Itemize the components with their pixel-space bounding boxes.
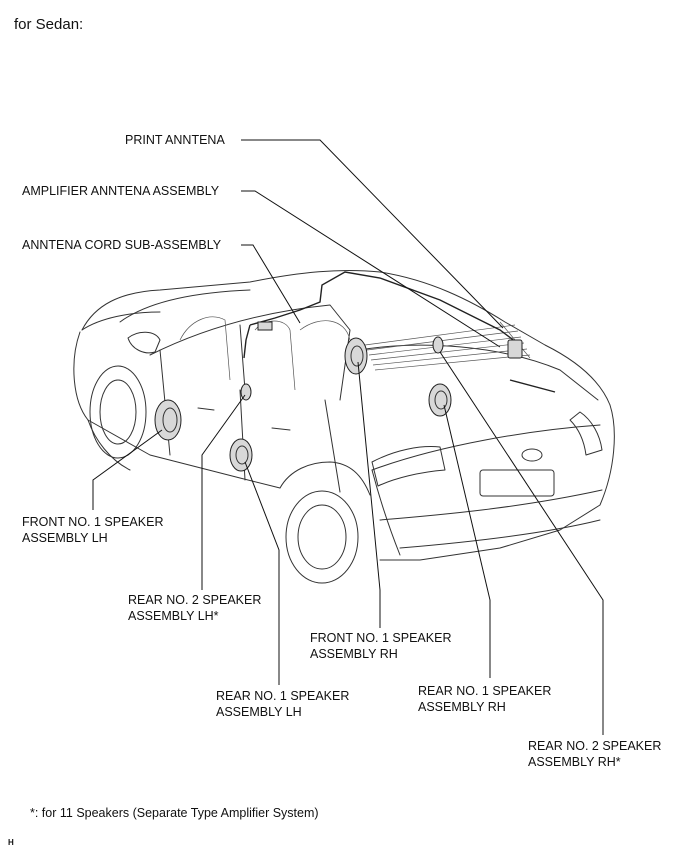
antenna-cord-connector-icon	[257, 321, 273, 331]
rear2-speaker-lh-icon	[240, 383, 252, 401]
rear-wheel	[279, 461, 371, 584]
front-speaker-rh-icon	[344, 337, 368, 375]
label-print-antenna: PRINT ANNTENA	[125, 133, 225, 147]
front-speaker-lh-icon	[154, 399, 182, 441]
label-amplifier-antenna: AMPLIFIER ANNTENA ASSEMBLY	[22, 184, 220, 198]
page-heading: for Sedan:	[14, 16, 84, 33]
leader-lines	[92, 139, 604, 735]
leader-amplifier-antenna	[241, 190, 501, 348]
figure-mark: H	[8, 838, 14, 847]
leader-front-speaker-rh	[357, 361, 381, 628]
rear-trunk-wire	[509, 379, 556, 393]
label-rear2-speaker-rh: REAR NO. 2 SPEAKER ASSEMBLY RH*	[528, 739, 662, 769]
front-wheel	[89, 365, 147, 459]
label-rear1-speaker-lh: REAR NO. 1 SPEAKER ASSEMBLY LH	[216, 689, 350, 719]
antenna-cord-lower	[243, 324, 251, 359]
leader-rear2-speaker-lh	[201, 394, 246, 590]
footnote: *: for 11 Speakers (Separate Type Amplif…	[30, 806, 319, 820]
antenna-cord-wire	[249, 271, 521, 346]
label-rear1-speaker-rh: REAR NO. 1 SPEAKER ASSEMBLY RH	[418, 684, 552, 714]
leader-antenna-cord	[241, 244, 301, 324]
amplifier-antenna-icon	[507, 339, 523, 359]
leader-rear2-speaker-rh	[439, 351, 604, 735]
label-front-speaker-lh: FRONT NO. 1 SPEAKER ASSEMBLY LH	[22, 515, 164, 545]
car-body	[73, 269, 615, 561]
rear2-speaker-rh-icon	[432, 336, 444, 354]
leader-rear1-speaker-rh	[443, 404, 491, 678]
label-rear2-speaker-lh: REAR NO. 2 SPEAKER ASSEMBLY LH*	[128, 593, 262, 623]
rear1-speaker-lh-icon	[229, 438, 253, 472]
label-antenna-cord: ANNTENA CORD SUB-ASSEMBLY	[22, 238, 222, 252]
rear1-speaker-rh-icon	[428, 383, 452, 417]
leader-rear1-speaker-lh	[244, 461, 280, 685]
leader-print-antenna	[241, 139, 504, 329]
label-front-speaker-rh: FRONT NO. 1 SPEAKER ASSEMBLY RH	[310, 631, 452, 661]
leader-front-speaker-lh	[92, 429, 163, 510]
